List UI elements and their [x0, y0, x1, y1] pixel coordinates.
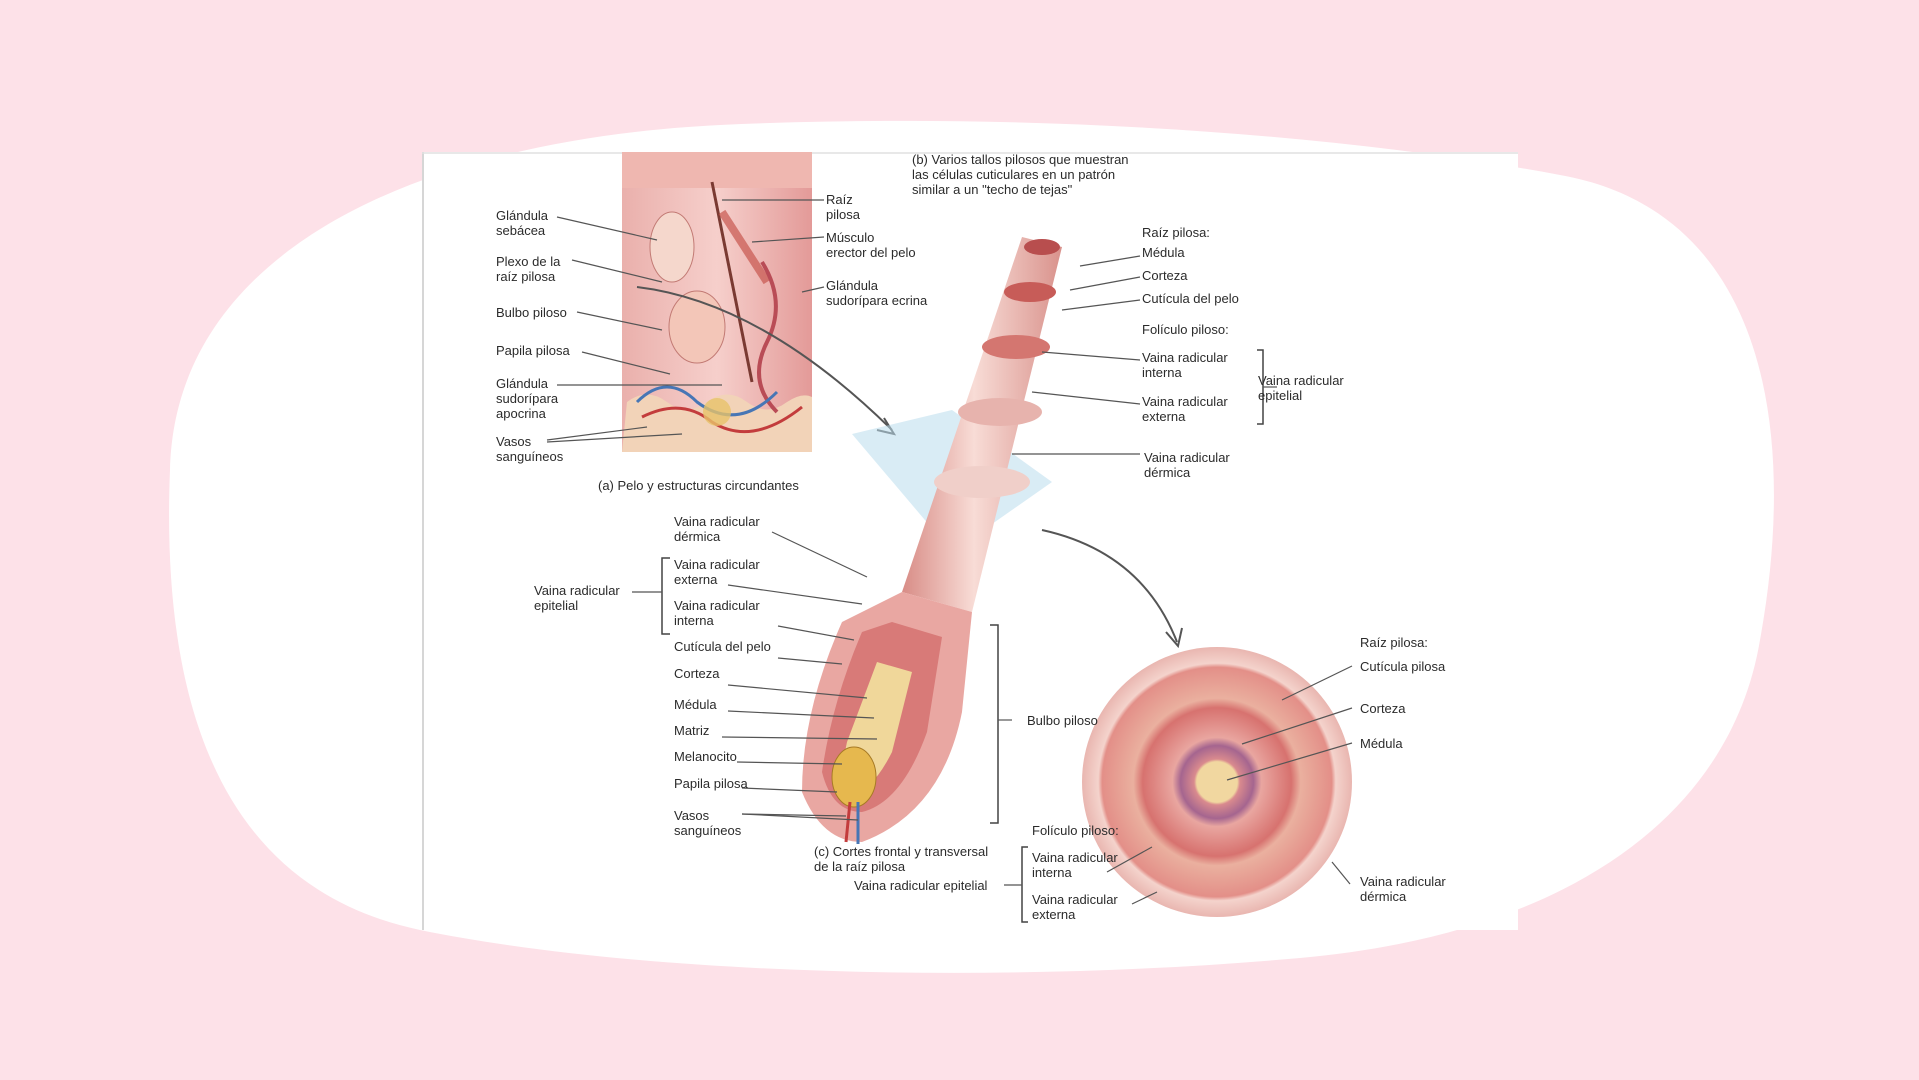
label-vaina-externa-c: Vaina radicular externa — [674, 557, 760, 587]
label-glandula-apocrina: Glándula sudorípara apocrina — [496, 376, 559, 421]
label-glandula-sebacea: Glándula sebácea — [496, 208, 549, 238]
label-vaina-externa-b: Vaina radicular externa — [1142, 394, 1228, 424]
label-foliculo-b: Folículo piloso: — [1142, 322, 1229, 337]
label-melanocito-c: Melanocito — [674, 749, 737, 764]
label-papila-c: Papila pilosa — [674, 776, 748, 791]
label-foliculo-x: Folículo piloso: — [1032, 823, 1119, 838]
hair-shaft — [902, 237, 1062, 612]
label-medula-c: Médula — [674, 697, 717, 712]
label-vaina-interna-b: Vaina radicular interna — [1142, 350, 1228, 380]
caption-panel-c: (c) Cortes frontal y transversal de la r… — [814, 844, 989, 874]
label-vaina-externa-x: Vaina radicular externa — [1032, 892, 1118, 922]
label-matriz-c: Matriz — [674, 723, 710, 738]
label-musculo-erector: Músculo erector del pelo — [826, 230, 916, 260]
label-corteza-x: Corteza — [1360, 701, 1406, 716]
label-vaina-epitelial-x: Vaina radicular epitelial — [854, 878, 988, 893]
label-raiz-pilosa-b: Raíz pilosa: — [1142, 225, 1210, 240]
label-bulbo-piloso-c: Bulbo piloso — [1027, 713, 1098, 728]
label-vaina-interna-x: Vaina radicular interna — [1032, 850, 1118, 880]
label-raiz-pilosa-a: Raíz pilosa — [826, 192, 860, 222]
label-glandula-ecrina: Glándula sudorípara ecrina — [826, 278, 928, 308]
label-corteza-b: Corteza — [1142, 268, 1188, 283]
label-papila-pilosa-a: Papila pilosa — [496, 343, 570, 358]
caption-panel-a: (a) Pelo y estructuras circundantes — [598, 478, 799, 493]
label-cuticula-x: Cutícula pilosa — [1360, 659, 1446, 674]
hair-illustration — [422, 152, 1518, 930]
label-plexo-raiz: Plexo de la raíz pilosa — [496, 254, 561, 284]
hair-cross-section — [1082, 647, 1352, 917]
skin-block — [622, 152, 812, 452]
label-medula-x: Médula — [1360, 736, 1403, 751]
label-raiz-pilosa-x: Raíz pilosa: — [1360, 635, 1428, 650]
label-bulbo-piloso-a: Bulbo piloso — [496, 305, 567, 320]
label-vaina-epitelial-c: Vaina radicular epitelial — [534, 583, 620, 613]
label-vaina-dermica-b: Vaina radicular dérmica — [1144, 450, 1230, 480]
label-cuticula-b: Cutícula del pelo — [1142, 291, 1239, 306]
label-vasos-a: Vasos sanguíneos — [496, 434, 564, 464]
caption-panel-b: (b) Varios tallos pilosos que muestran l… — [912, 152, 1129, 197]
label-corteza-c: Corteza — [674, 666, 720, 681]
label-vasos-c: Vasos sanguíneos — [674, 808, 742, 838]
label-vaina-epitelial-b: Vaina radicular epitelial — [1258, 373, 1344, 403]
label-vaina-dermica-c: Vaina radicular dérmica — [674, 514, 760, 544]
hair-anatomy-figure: Raíz pilosa Músculo erector del pelo Glá… — [422, 152, 1518, 930]
hair-bulb — [802, 592, 972, 844]
label-vaina-interna-c: Vaina radicular interna — [674, 598, 760, 628]
label-vaina-dermica-x: Vaina radicular dérmica — [1360, 874, 1446, 904]
label-medula-b: Médula — [1142, 245, 1185, 260]
label-cuticula-c: Cutícula del pelo — [674, 639, 771, 654]
